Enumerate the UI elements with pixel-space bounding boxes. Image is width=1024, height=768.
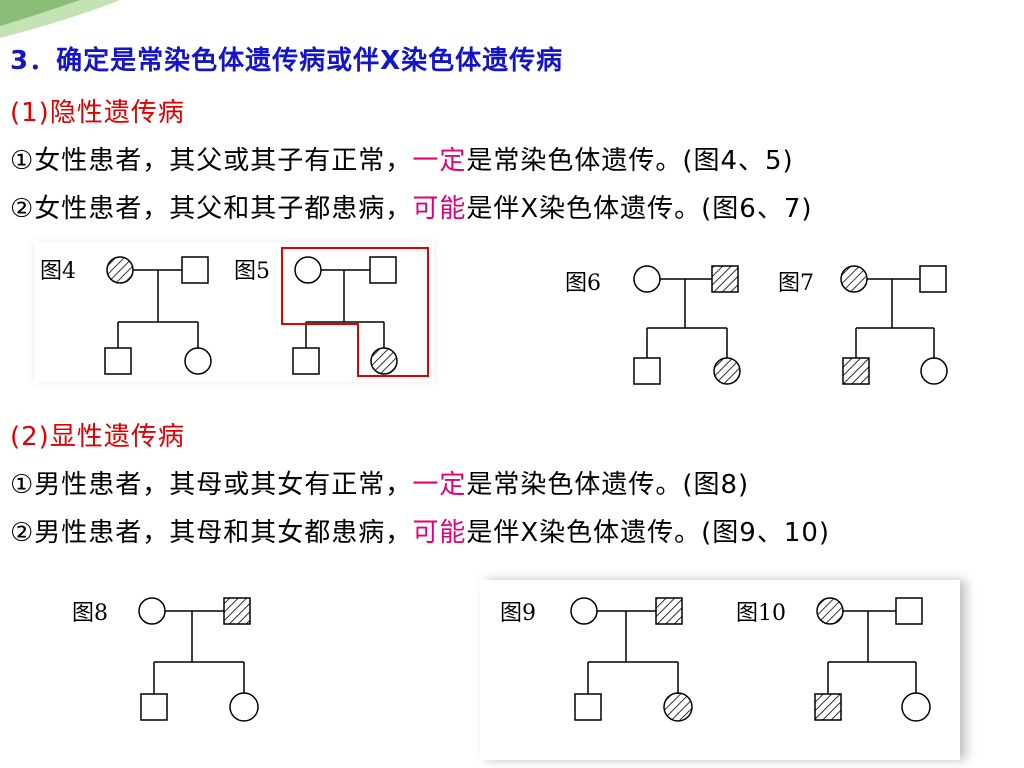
normal-male xyxy=(292,347,320,375)
emphasis-text: 一定 xyxy=(412,470,467,500)
heading: 3．确定是常染色体遗传病或伴X染色体遗传病 xyxy=(10,46,564,76)
affected-male xyxy=(655,597,683,625)
normal-male xyxy=(104,347,132,375)
line-suffix: 是伴X染色体遗传。(图9、10) xyxy=(466,518,831,548)
affected-female xyxy=(370,347,398,375)
pedigree-figure-7: 图7 xyxy=(778,262,978,396)
normal-female xyxy=(633,265,661,293)
normal-male xyxy=(895,597,923,625)
affected-male xyxy=(711,265,739,293)
normal-male xyxy=(140,693,168,721)
normal-female xyxy=(920,357,948,385)
normal-male xyxy=(369,256,397,284)
emphasis-text: 可能 xyxy=(412,194,467,224)
normal-female xyxy=(229,692,259,722)
highlight-box xyxy=(281,247,429,377)
normal-female xyxy=(570,597,598,625)
normal-female xyxy=(138,597,166,625)
figure-label: 图10 xyxy=(736,601,786,626)
section2-line1: ①男性患者，其母或其女有正常，一定是常染色体遗传。(图8) xyxy=(10,464,749,501)
line-suffix: 是常染色体遗传。(图8) xyxy=(466,470,750,500)
pedigree-figure-10: 图10 xyxy=(736,594,946,738)
section2-title: (2)显性遗传病 xyxy=(10,422,185,452)
affected-male xyxy=(842,357,870,385)
pedigree-figure-8: 图8 xyxy=(72,594,282,738)
line-prefix: ②女性患者，其父和其子都患病， xyxy=(10,194,413,224)
figure-label: 图4 xyxy=(40,259,76,284)
figure-label: 图9 xyxy=(500,601,536,626)
affected-male xyxy=(814,693,842,721)
line-prefix: ①女性患者，其父或其子有正常， xyxy=(10,146,413,176)
emphasis-text: 一定 xyxy=(412,146,467,176)
normal-male xyxy=(574,693,602,721)
section1-line2: ②女性患者，其父和其子都患病，可能是伴X染色体遗传。(图6、7) xyxy=(10,188,813,225)
normal-male xyxy=(633,357,661,385)
leaf-decoration xyxy=(0,0,120,38)
normal-female xyxy=(901,692,931,722)
figure-label: 图6 xyxy=(565,271,601,296)
figure-label: 图8 xyxy=(72,601,108,626)
line-prefix: ①男性患者，其母或其女有正常， xyxy=(10,470,413,500)
affected-male xyxy=(223,597,251,625)
figure-label: 图5 xyxy=(234,259,270,284)
section1-title: (1)隐性遗传病 xyxy=(10,98,185,128)
line-prefix: ②男性患者，其母和其女都患病， xyxy=(10,518,413,548)
section1-line1: ①女性患者，其父或其子有正常，一定是常染色体遗传。(图4、5) xyxy=(10,140,794,177)
figure-card-top xyxy=(34,242,434,382)
figure-label: 图7 xyxy=(778,271,814,296)
pedigree-figure-6: 图6 xyxy=(565,262,765,396)
affected-female xyxy=(663,692,693,722)
affected-female xyxy=(106,256,134,284)
affected-female xyxy=(840,265,868,293)
emphasis-text: 可能 xyxy=(412,518,467,548)
pedigree-figure-9: 图9 xyxy=(500,594,710,738)
figure-card-bottom xyxy=(480,580,960,760)
pedigree-figure-4: 图4 xyxy=(40,248,230,382)
normal-female xyxy=(184,347,212,375)
normal-female xyxy=(294,256,322,284)
line-suffix: 是常染色体遗传。(图4、5) xyxy=(466,146,794,176)
normal-male xyxy=(919,265,947,293)
pedigree-figure-5: 图5 xyxy=(234,247,434,382)
affected-female xyxy=(713,357,741,385)
affected-female xyxy=(816,597,844,625)
section2-line2: ②男性患者，其母和其女都患病，可能是伴X染色体遗传。(图9、10) xyxy=(10,512,830,549)
line-suffix: 是伴X染色体遗传。(图6、7) xyxy=(466,194,813,224)
normal-male xyxy=(181,256,209,284)
